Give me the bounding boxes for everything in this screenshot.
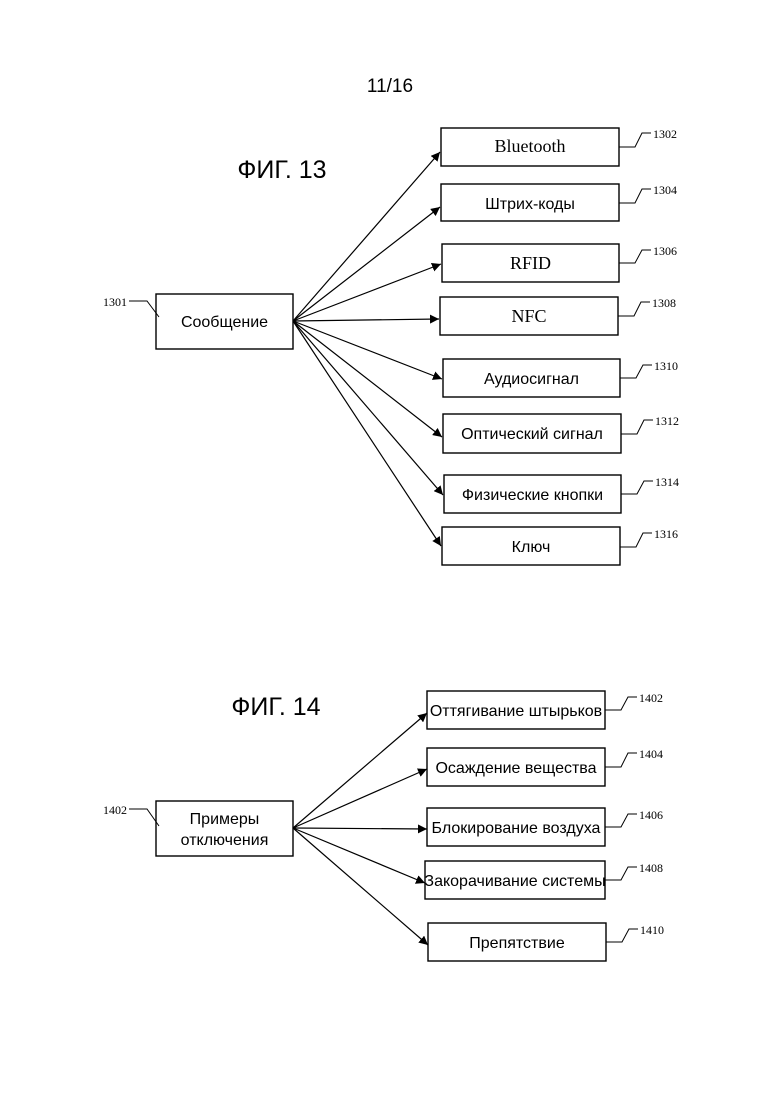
fig14-arrow-5: [293, 828, 428, 945]
fig13-target-key: Ключ 1316: [442, 527, 678, 565]
fig13-target-ref: 1314: [655, 475, 679, 489]
fig13-target-ref: 1312: [655, 414, 679, 428]
fig14-target-label: Оттягивание штырьков: [430, 703, 602, 720]
fig13-target-label: Физические кнопки: [462, 487, 603, 504]
fig13-arrow-5: [293, 321, 442, 379]
fig14-target-label: Блокирование воздуха: [432, 820, 601, 837]
fig14-source-node: Примеры отключения 1402: [103, 801, 293, 856]
fig13-arrow-6: [293, 321, 442, 437]
fig14-title: ФИГ. 14: [231, 693, 320, 721]
fig13-target-ref: 1304: [653, 183, 677, 197]
fig13-target-label: Штрих-коды: [485, 196, 575, 213]
fig13-target-label: NFC: [511, 306, 546, 326]
fig13-arrow-7: [293, 321, 443, 495]
fig13-target-ref: 1306: [653, 244, 677, 258]
fig13-source-label: Сообщение: [181, 314, 268, 331]
fig14-arrow-4: [293, 828, 425, 883]
fig14-target-label: Осаждение вещества: [435, 760, 596, 777]
fig14-source-label-line2: отключения: [181, 832, 269, 849]
fig14-target-obstacle: Препятствие 1410: [428, 923, 664, 961]
fig14-source-label-line1: Примеры: [190, 811, 260, 828]
fig14-target-system-short: Закорачивание системы 1408: [424, 861, 663, 899]
fig14-target-label: Закорачивание системы: [424, 873, 605, 890]
fig14-target-label: Препятствие: [469, 935, 565, 952]
fig14-target-air-blocking: Блокирование воздуха 1406: [427, 808, 663, 846]
fig14-target-ref: 1408: [639, 861, 663, 875]
fig13-arrows: [293, 152, 443, 546]
fig13-target-nfc: NFC 1308: [440, 296, 676, 335]
fig14-arrow-3: [293, 828, 427, 829]
fig13-source-node: Сообщение 1301: [103, 294, 293, 349]
fig13-target-optical: Оптический сигнал 1312: [443, 414, 679, 453]
fig13-target-audio: Аудиосигнал 1310: [443, 359, 678, 397]
fig14-arrows: [293, 713, 428, 945]
fig13-target-label: Ключ: [512, 539, 551, 556]
fig13-target-rfid: RFID 1306: [442, 244, 677, 282]
fig14-source-ref: 1402: [103, 803, 127, 817]
fig13-target-label: Оптический сигнал: [461, 426, 603, 443]
fig13-target-label: Аудиосигнал: [484, 371, 579, 388]
fig14-target-ref: 1404: [639, 747, 663, 761]
fig14-arrow-2: [293, 769, 427, 828]
fig13-source-ref: 1301: [103, 295, 127, 309]
fig13-target-bluetooth: Bluetooth 1302: [441, 127, 677, 166]
fig13-target-barcodes: Штрих-коды 1304: [441, 183, 677, 221]
fig13-title: ФИГ. 13: [237, 156, 326, 184]
fig14-target-ref: 1402: [639, 691, 663, 705]
fig13-arrow-4: [293, 319, 439, 321]
fig14-target-pin-retraction: Оттягивание штырьков 1402: [427, 691, 663, 729]
fig13-target-ref: 1302: [653, 127, 677, 141]
fig14-arrow-1: [293, 713, 427, 828]
fig13-target-ref: 1310: [654, 359, 678, 373]
fig13-target-label: RFID: [510, 253, 551, 273]
fig14-target-ref: 1410: [640, 923, 664, 937]
figure-14: ФИГ. 14 Примеры отключения 1402 Оттягива…: [103, 691, 664, 961]
fig14-target-substance-deposition: Осаждение вещества 1404: [427, 747, 663, 786]
page-number: 11/16: [367, 76, 413, 97]
fig14-target-ref: 1406: [639, 808, 663, 822]
fig13-target-physical-buttons: Физические кнопки 1314: [444, 475, 679, 513]
fig13-target-ref: 1316: [654, 527, 678, 541]
figure-13: ФИГ. 13 Сообщение 1301 Bluetooth 1302: [103, 127, 679, 565]
fig13-arrow-8: [293, 321, 441, 546]
fig13-arrow-3: [293, 264, 441, 321]
fig13-arrow-2: [293, 207, 440, 321]
fig13-target-label: Bluetooth: [495, 136, 566, 156]
fig13-target-ref: 1308: [652, 296, 676, 310]
